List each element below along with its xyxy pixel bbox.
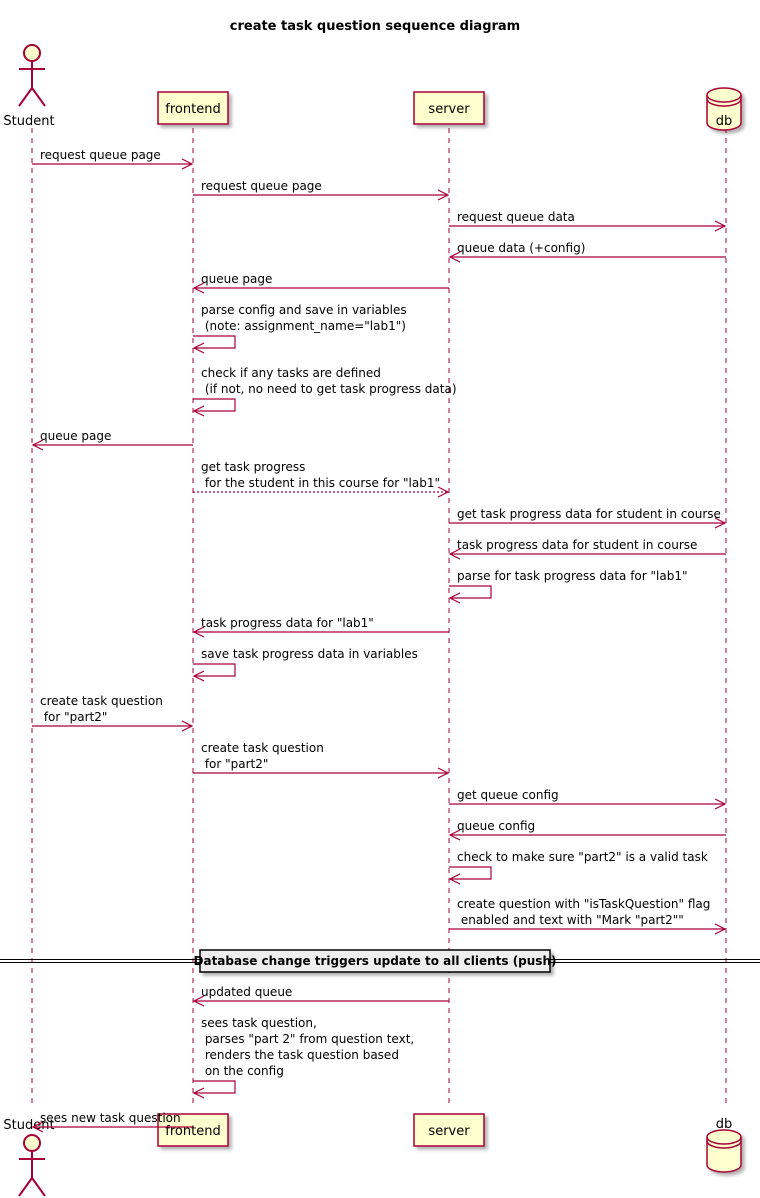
message-label: parse for task progress data for "lab1"	[457, 569, 688, 583]
participant-name-top-db: db	[716, 114, 733, 129]
message-23: sees new task question	[31, 1111, 193, 1133]
message-label: queue config	[457, 819, 535, 833]
participant-student-top: Student	[3, 44, 55, 129]
participant-name-top-frontend: frontend	[165, 102, 220, 117]
message-8: get task progress for the student in thi…	[193, 460, 450, 498]
message-0: request queue page	[32, 148, 194, 170]
message-label: sees task question, parses "part 2" from…	[201, 1016, 414, 1078]
message-18: check to make sure "part2" is a valid ta…	[448, 850, 708, 885]
message-label-line: request queue page	[201, 179, 322, 193]
message-label-line: check to make sure "part2" is a valid ta…	[457, 850, 708, 864]
message-label: task progress data for "lab1"	[201, 616, 374, 630]
participant-server-top: server	[413, 91, 485, 125]
message-5: parse config and save in variables (note…	[192, 303, 407, 354]
message-16: get queue config	[449, 788, 727, 810]
participant-name-bottom-student: Student	[3, 1118, 54, 1133]
message-label-line: get task progress data for student in co…	[457, 507, 721, 521]
participant-student-bottom: Student	[3, 1118, 55, 1197]
message-4: queue page	[192, 272, 449, 294]
divider: Database change triggers update to all c…	[0, 949, 760, 973]
message-label: queue page	[40, 429, 111, 443]
message-label-line: save task progress data in variables	[201, 647, 418, 661]
message-3: queue data (+config)	[448, 241, 726, 263]
participant-name-top-student: Student	[3, 114, 54, 129]
message-label-line: for the student in this course for "lab1…	[201, 476, 440, 490]
message-label-line: enabled and text with "Mark "part2""	[457, 913, 684, 927]
message-label: request queue data	[457, 210, 575, 224]
message-21: updated queue	[192, 985, 449, 1007]
message-label-line: task progress data for "lab1"	[201, 616, 374, 630]
message-label-line: create task question	[201, 741, 324, 755]
message-label-line: parse config and save in variables	[201, 303, 407, 317]
message-label: create question with "isTaskQuestion" fl…	[457, 897, 710, 927]
participant-db-top: db	[706, 87, 742, 131]
message-label: request queue page	[201, 179, 322, 193]
participant-frontend-top: frontend	[157, 91, 229, 125]
message-9: get task progress data for student in co…	[449, 507, 727, 529]
message-13: save task progress data in variables	[192, 647, 418, 682]
message-label-line: task progress data for student in course	[457, 538, 697, 552]
participant-name-bottom-db: db	[716, 1117, 733, 1132]
message-label-line: get queue config	[457, 788, 559, 802]
message-label: request queue page	[40, 148, 161, 162]
message-12: task progress data for "lab1"	[192, 616, 449, 638]
message-label-line: parses "part 2" from question text,	[201, 1032, 414, 1046]
participant-frontend-bottom: frontend	[157, 1113, 229, 1147]
message-label: queue page	[201, 272, 272, 286]
message-label-line: (if not, no need to get task progress da…	[201, 382, 457, 396]
message-label: queue data (+config)	[457, 241, 585, 255]
message-label-line: updated queue	[201, 985, 292, 999]
message-label: get queue config	[457, 788, 559, 802]
message-label-line: queue data (+config)	[457, 241, 585, 255]
participant-name-top-server: server	[428, 102, 470, 117]
message-2: request queue data	[449, 210, 727, 232]
message-label: create task question for "part2"	[40, 694, 163, 724]
message-label: get task progress for the student in thi…	[201, 460, 440, 490]
message-label-line: create question with "isTaskQuestion" fl…	[457, 897, 710, 911]
message-label-line: create task question	[40, 694, 163, 708]
message-label-line: get task progress	[201, 460, 305, 474]
message-label-line: on the config	[201, 1064, 284, 1078]
diagram-title: create task question sequence diagram	[230, 19, 520, 34]
message-15: create task question for "part2"	[193, 741, 450, 779]
message-label-line: for "part2"	[201, 757, 268, 771]
message-19: create question with "isTaskQuestion" fl…	[449, 897, 727, 935]
message-7: queue page	[31, 429, 193, 451]
message-label-line: queue page	[40, 429, 111, 443]
message-label-line: sees task question,	[201, 1016, 317, 1030]
message-label: updated queue	[201, 985, 292, 999]
divider-label: Database change triggers update to all c…	[194, 954, 557, 968]
message-label: get task progress data for student in co…	[457, 507, 721, 521]
message-11: parse for task progress data for "lab1"	[448, 569, 688, 604]
message-label-line: sees new task question	[40, 1111, 181, 1125]
participant-name-bottom-frontend: frontend	[165, 1124, 220, 1139]
message-label-line: renders the task question based	[201, 1048, 399, 1062]
message-6: check if any tasks are defined (if not, …	[192, 366, 457, 417]
message-label-line: for "part2"	[40, 710, 107, 724]
message-1: request queue page	[193, 179, 450, 201]
message-label-line: queue page	[201, 272, 272, 286]
message-14: create task question for "part2"	[32, 694, 194, 732]
message-label-line: request queue page	[40, 148, 161, 162]
message-label-line: request queue data	[457, 210, 575, 224]
participant-name-bottom-server: server	[428, 1124, 470, 1139]
message-label-line: check if any tasks are defined	[201, 366, 381, 380]
message-10: task progress data for student in course	[448, 538, 726, 560]
message-label: check to make sure "part2" is a valid ta…	[457, 850, 708, 864]
message-label: task progress data for student in course	[457, 538, 697, 552]
message-label: parse config and save in variables (note…	[201, 303, 407, 333]
message-label: save task progress data in variables	[201, 647, 418, 661]
message-17: queue config	[448, 819, 726, 841]
message-22: sees task question, parses "part 2" from…	[192, 1016, 414, 1099]
message-label: check if any tasks are defined (if not, …	[201, 366, 457, 396]
participant-server-bottom: server	[413, 1113, 485, 1147]
participant-db-bottom: db	[706, 1117, 742, 1173]
message-label: create task question for "part2"	[201, 741, 324, 771]
message-label: sees new task question	[40, 1111, 181, 1125]
message-label-line: queue config	[457, 819, 535, 833]
message-label-line: parse for task progress data for "lab1"	[457, 569, 688, 583]
message-label-line: (note: assignment_name="lab1")	[201, 319, 406, 333]
